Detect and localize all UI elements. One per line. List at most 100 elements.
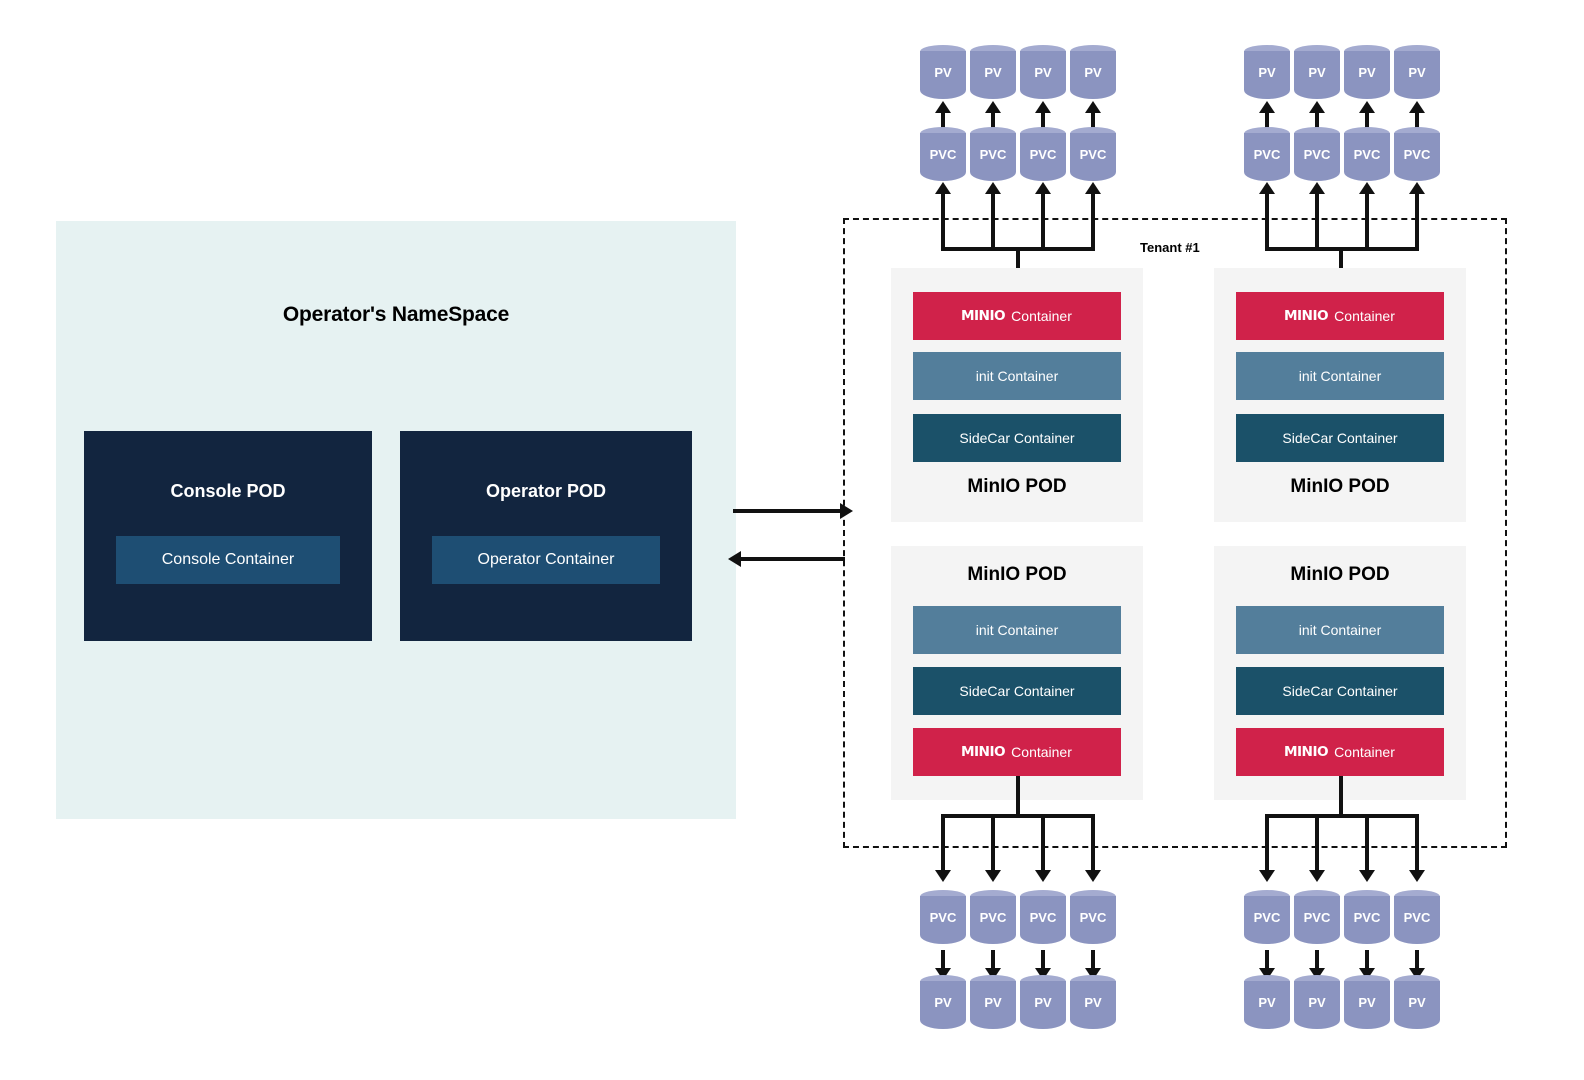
pod-to-pvc-arrowhead (1259, 870, 1275, 882)
pv-cylinder[interactable]: PV (1244, 975, 1290, 1033)
operator-container[interactable]: Operator Container (432, 536, 660, 584)
minio-pod-card[interactable]: MinIO POD init Container SideCar Contain… (1214, 546, 1466, 800)
pvc-cylinder[interactable]: PVC (920, 890, 966, 948)
cylinder-body (1344, 133, 1390, 181)
minio-pod-card[interactable]: MinIO POD init Container SideCar Contain… (891, 546, 1143, 800)
pv-cylinder[interactable]: PV (1294, 975, 1340, 1033)
pv-cylinder[interactable]: PV (1070, 975, 1116, 1033)
init-container[interactable]: init Container (1236, 352, 1444, 400)
pv-cylinder[interactable]: PV (1244, 45, 1290, 103)
pvc-cylinder[interactable]: PVC (970, 127, 1016, 185)
sidecar-container[interactable]: SideCar Container (913, 667, 1121, 715)
init-container[interactable]: init Container (1236, 606, 1444, 654)
pv-label: PV (1258, 995, 1276, 1010)
pv-label: PV (1034, 65, 1052, 80)
pvc-cylinder[interactable]: PVC (1070, 890, 1116, 948)
pv-cylinder[interactable]: PV (1070, 45, 1116, 103)
pv-label: PV (1308, 65, 1326, 80)
pv-cylinder[interactable]: PV (1020, 975, 1066, 1033)
pvc-cylinder[interactable]: PVC (1394, 890, 1440, 948)
pv-cylinder[interactable]: PV (1344, 45, 1390, 103)
cylinder-body (1344, 51, 1390, 99)
pvc-cylinder[interactable]: PVC (1344, 127, 1390, 185)
pvc-cylinder[interactable]: PVC (1244, 890, 1290, 948)
pod-to-pvc-arrowhead (985, 182, 1001, 194)
pv-cylinder[interactable]: PV (920, 45, 966, 103)
init-container[interactable]: init Container (913, 352, 1121, 400)
sidecar-container[interactable]: SideCar Container (1236, 667, 1444, 715)
pv-cylinder[interactable]: PV (1020, 45, 1066, 103)
cylinder-body (1020, 896, 1066, 944)
pvc-to-pv-line (1415, 950, 1419, 970)
pv-label: PV (1084, 65, 1102, 80)
pod-to-pvc-bus (1265, 814, 1419, 818)
cylinder-body (1070, 981, 1116, 1029)
pvc-cylinder[interactable]: PVC (1020, 890, 1066, 948)
pv-label: PV (1084, 995, 1102, 1010)
pvc-cylinder[interactable]: PVC (1244, 127, 1290, 185)
pod-to-pvc-branch (1365, 193, 1369, 251)
pvc-to-pv-line (1365, 950, 1369, 970)
pv-cylinder[interactable]: PV (1294, 45, 1340, 103)
pvc-cylinder[interactable]: PVC (1020, 127, 1066, 185)
tenant-boundary (843, 218, 1507, 848)
pvc-cylinder[interactable]: PVC (1070, 127, 1116, 185)
console-container[interactable]: Console Container (116, 536, 340, 584)
pvc-label: PVC (1253, 147, 1281, 162)
pod-to-pvc-arrowhead (1035, 182, 1051, 194)
pod-to-pvc-branch (1265, 814, 1269, 872)
pv-cylinder[interactable]: PV (920, 975, 966, 1033)
cylinder-body (970, 51, 1016, 99)
pvc-label: PVC (1353, 147, 1381, 162)
init-container[interactable]: init Container (913, 606, 1121, 654)
pvc-cylinder[interactable]: PVC (1294, 127, 1340, 185)
sidecar-container[interactable]: SideCar Container (913, 414, 1121, 462)
pv-label: PV (1358, 995, 1376, 1010)
pvc-to-pv-line (991, 112, 995, 134)
cylinder-body (1394, 51, 1440, 99)
pv-cylinder[interactable]: PV (1344, 975, 1390, 1033)
cylinder-body (970, 981, 1016, 1029)
pv-cylinder[interactable]: PV (970, 975, 1016, 1033)
pv-label: PV (984, 65, 1002, 80)
operator-pod[interactable]: Operator POD Operator Container (400, 431, 692, 641)
pod-to-pvc-branch (991, 193, 995, 251)
minio-pod-title: MinIO POD (967, 564, 1067, 585)
pvc-to-pv-line (1415, 112, 1419, 134)
pv-cylinder[interactable]: PV (970, 45, 1016, 103)
pvc-to-pv-line (991, 950, 995, 970)
pv-cylinder[interactable]: PV (1394, 45, 1440, 103)
cylinder-body (1020, 51, 1066, 99)
pvc-cylinder[interactable]: PVC (1344, 890, 1390, 948)
pvc-to-pv-arrowhead (935, 101, 951, 113)
tenant-to-operator-line (740, 557, 845, 561)
pvc-label: PVC (979, 910, 1007, 925)
pv-label: PV (934, 995, 952, 1010)
pvc-cylinder[interactable]: PVC (1394, 127, 1440, 185)
pvc-label: PVC (1029, 147, 1057, 162)
pvc-label: PVC (1079, 910, 1107, 925)
pvc-to-pv-arrowhead (1309, 101, 1325, 113)
pod-to-pvc-branch (1315, 193, 1319, 251)
pvc-to-pv-line (1091, 950, 1095, 970)
cylinder-body (1020, 133, 1066, 181)
pod-to-pvc-branch (941, 814, 945, 872)
operator-to-tenant-line (733, 509, 843, 513)
pod-to-pvc-arrowhead (1359, 182, 1375, 194)
console-pod[interactable]: Console POD Console Container (84, 431, 372, 641)
pod-to-pvc-arrowhead (1409, 182, 1425, 194)
pvc-cylinder[interactable]: PVC (920, 127, 966, 185)
pod-to-pvc-branch (1041, 193, 1045, 251)
pvc-cylinder[interactable]: PVC (1294, 890, 1340, 948)
minio-logo-icon: MINIO (961, 744, 1006, 760)
pvc-cylinder[interactable]: PVC (970, 890, 1016, 948)
sidecar-container[interactable]: SideCar Container (1236, 414, 1444, 462)
minio-container-label: Container (1011, 308, 1072, 324)
pv-cylinder[interactable]: PV (1394, 975, 1440, 1033)
